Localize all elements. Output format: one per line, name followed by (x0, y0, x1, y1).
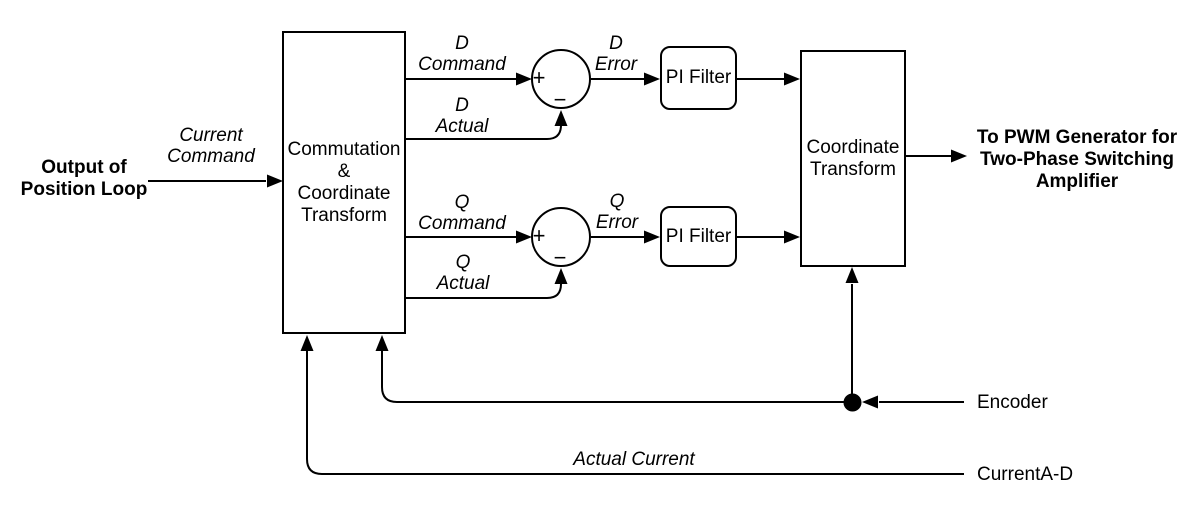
d-command-wire (406, 72, 532, 86)
q-actual-label: Q Actual (436, 252, 490, 294)
d-sum-minus-sign: − (553, 87, 567, 112)
position-loop-output-label: Output of Position Loop (20, 157, 148, 200)
d-sum-plus-sign: + (532, 65, 546, 90)
pwm-generator-output-label: To PWM Generator for Two-Phase Switching… (976, 127, 1178, 192)
pi-filter-q-block: PI Filter (660, 206, 737, 267)
q-command-wire (406, 230, 532, 244)
encoder-input-wire (862, 395, 964, 409)
current-ad-label: CurrentA-D (977, 464, 1074, 485)
q-sum-minus-sign: − (553, 245, 567, 270)
d-pi-output-wire (737, 72, 800, 86)
q-error-label: Q Error (595, 191, 639, 233)
current-command-wire (148, 174, 283, 188)
encoder-to-coordinate-wire (845, 267, 859, 396)
d-error-wire (591, 72, 660, 86)
coordinate-transform-block: Coordinate Transform (800, 50, 906, 267)
encoder-to-commutation-wire (375, 335, 846, 403)
d-sum-junction (531, 49, 591, 109)
q-error-wire (591, 230, 660, 244)
pi-filter-q-label: PI Filter (665, 225, 732, 247)
encoder-label: Encoder (977, 392, 1048, 413)
d-error-label: D Error (594, 33, 638, 75)
q-command-label: Q Command (418, 192, 506, 234)
current-ad-wire (300, 335, 964, 475)
q-sum-junction (531, 207, 591, 267)
pi-filter-d-block: PI Filter (660, 46, 737, 110)
commutation-coordinate-transform-block: Commutation & Coordinate Transform (282, 31, 406, 334)
encoder-junction-dot (843, 393, 862, 412)
d-actual-wire (406, 110, 568, 140)
pwm-output-wire (906, 149, 967, 163)
d-actual-label: D Actual (435, 95, 489, 137)
coordinate-transform-label: Coordinate Transform (806, 136, 900, 180)
current-command-label: Current Command (167, 125, 255, 167)
d-command-label: D Command (418, 33, 506, 75)
q-pi-output-wire (737, 230, 800, 244)
pi-filter-d-label: PI Filter (665, 67, 732, 88)
q-sum-plus-sign: + (532, 223, 546, 248)
actual-current-label: Actual Current (573, 449, 695, 470)
commutation-block-label: Commutation & Coordinate Transform (287, 138, 401, 226)
q-actual-wire (406, 268, 568, 299)
